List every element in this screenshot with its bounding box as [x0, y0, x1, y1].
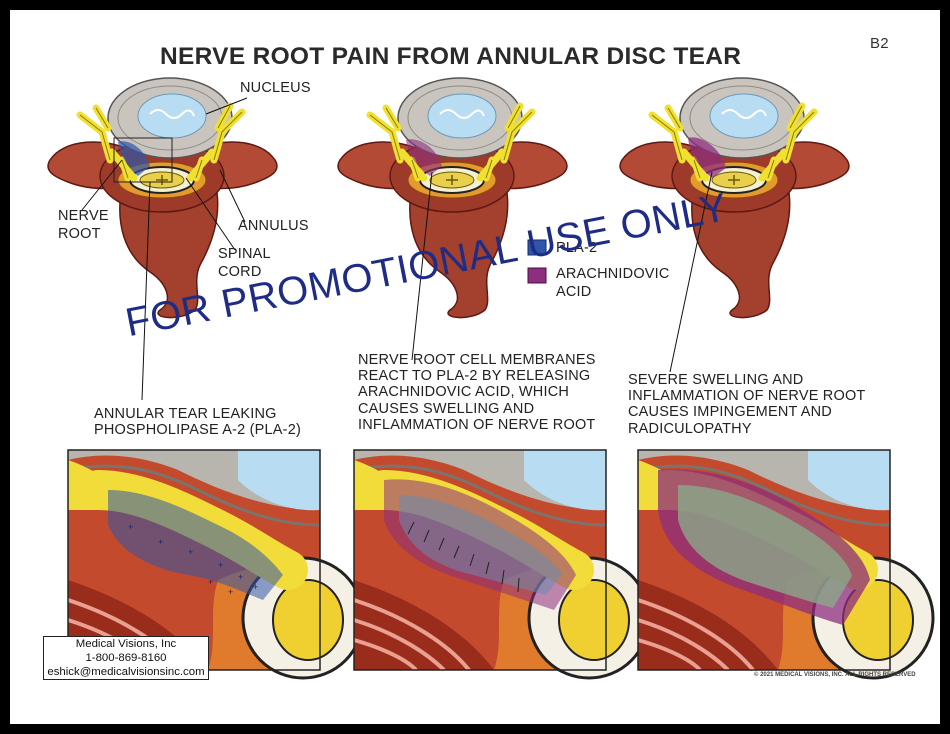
leader-nucleus: [205, 97, 248, 115]
illustration-canvas: + + + + + + + +: [10, 10, 940, 724]
svg-text:+: +: [188, 547, 193, 557]
label-annulus: ANNULUS: [238, 218, 309, 234]
svg-text:+: +: [158, 537, 163, 547]
pla2-leak-top-1: [118, 141, 150, 176]
legend-label-pla2: PLA-2: [556, 240, 598, 256]
caption-line: INFLAMMATION OF NERVE ROOT: [628, 388, 866, 405]
leader-panel-1: [141, 181, 151, 401]
label-spinal-cord-line1: SPINAL: [218, 246, 271, 262]
caption-panel-2: NERVE ROOT CELL MEMBRANES REACT TO PLA-2…: [358, 352, 596, 433]
caption-line: NERVE ROOT CELL MEMBRANES: [358, 352, 596, 368]
caption-line: RADICULOPATHY: [628, 420, 752, 437]
leader-panel-3: [669, 171, 713, 373]
svg-text:+: +: [228, 587, 233, 597]
caption-panel-1: ANNULAR TEAR LEAKING PHOSPHOLIPASE A-2 (…: [94, 406, 301, 438]
svg-text:+: +: [128, 522, 133, 532]
svg-text:+: +: [218, 560, 223, 570]
caption-line: CAUSES SWELLING AND: [358, 400, 535, 417]
label-spinal-cord-line2: CORD: [218, 264, 262, 280]
label-nucleus: NUCLEUS: [240, 80, 311, 96]
label-nerve-root-line1: NERVE: [58, 208, 109, 224]
legend-label-acid-line1: ARACHNIDOVIC: [556, 266, 670, 282]
caption-line: ARACHNIDOVIC ACID, WHICH: [358, 384, 570, 401]
caption-line: ANNULAR TEAR LEAKING: [94, 406, 277, 422]
contact-phone: 1-800-869-8160: [85, 652, 167, 664]
contact-box: Medical Visions, Inc 1-800-869-8160 eshi…: [43, 636, 209, 680]
svg-text:+: +: [208, 577, 213, 587]
closeup-panel-3: [638, 450, 933, 678]
legend-swatch-acid: [527, 267, 547, 284]
copyright-notice: © 2021 MEDICAL VISIONS, INC. ALL RIGHTS …: [754, 672, 916, 678]
contact-company: Medical Visions, Inc: [75, 638, 177, 650]
svg-text:+: +: [238, 572, 243, 582]
page-title: NERVE ROOT PAIN FROM ANNULAR DISC TEAR: [160, 43, 742, 70]
legend-label-acid-line2: ACID: [556, 284, 592, 300]
caption-line: PHOSPHOLIPASE A-2 (PLA-2): [94, 422, 301, 439]
caption-panel-3: SEVERE SWELLING AND INFLAMMATION OF NERV…: [628, 372, 865, 437]
contact-email: eshick@medicalvisionsinc.com: [47, 666, 205, 678]
leader-annulus: [219, 169, 246, 223]
figure-code: B2: [870, 35, 889, 52]
zoom-box-1: [113, 137, 173, 183]
caption-line: SEVERE SWELLING AND: [628, 372, 804, 388]
leader-spinal-cord: [185, 177, 236, 251]
acid-top-3: [688, 137, 726, 178]
caption-line: REACT TO PLA-2 BY RELEASING: [358, 368, 591, 385]
caption-line: CAUSES IMPINGEMENT AND: [628, 404, 832, 421]
svg-text:+: +: [253, 582, 258, 592]
caption-line: INFLAMMATION OF NERVE ROOT: [358, 416, 596, 433]
leader-nerve-root: [81, 159, 123, 211]
acid-top-2: [406, 139, 442, 176]
closeup-panel-2: [354, 450, 649, 678]
leader-panel-2: [411, 171, 433, 361]
label-nerve-root-line2: ROOT: [58, 226, 101, 242]
illustration-sheet: NERVE ROOT PAIN FROM ANNULAR DISC TEAR B…: [10, 10, 940, 724]
legend-swatch-pla2: [527, 239, 547, 256]
